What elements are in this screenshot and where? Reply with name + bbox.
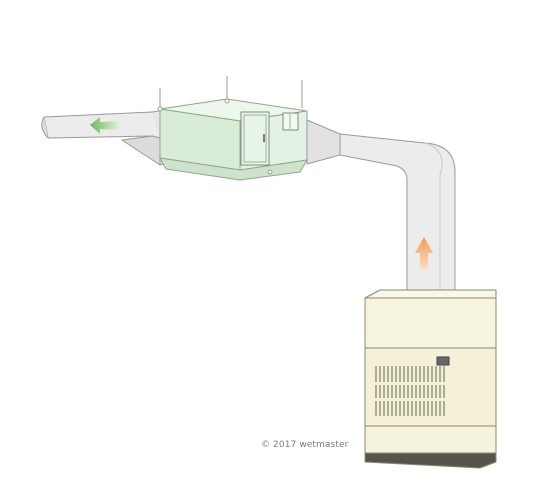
copyright-text: © 2017 wetmaster [261, 440, 349, 450]
return-duct [306, 119, 456, 301]
air-handling-unit [157, 98, 308, 181]
arrow-up-icon [415, 237, 433, 270]
cabinet-unit [364, 289, 497, 469]
arrow-left-icon [90, 117, 120, 134]
hanger-rods [159, 76, 303, 108]
